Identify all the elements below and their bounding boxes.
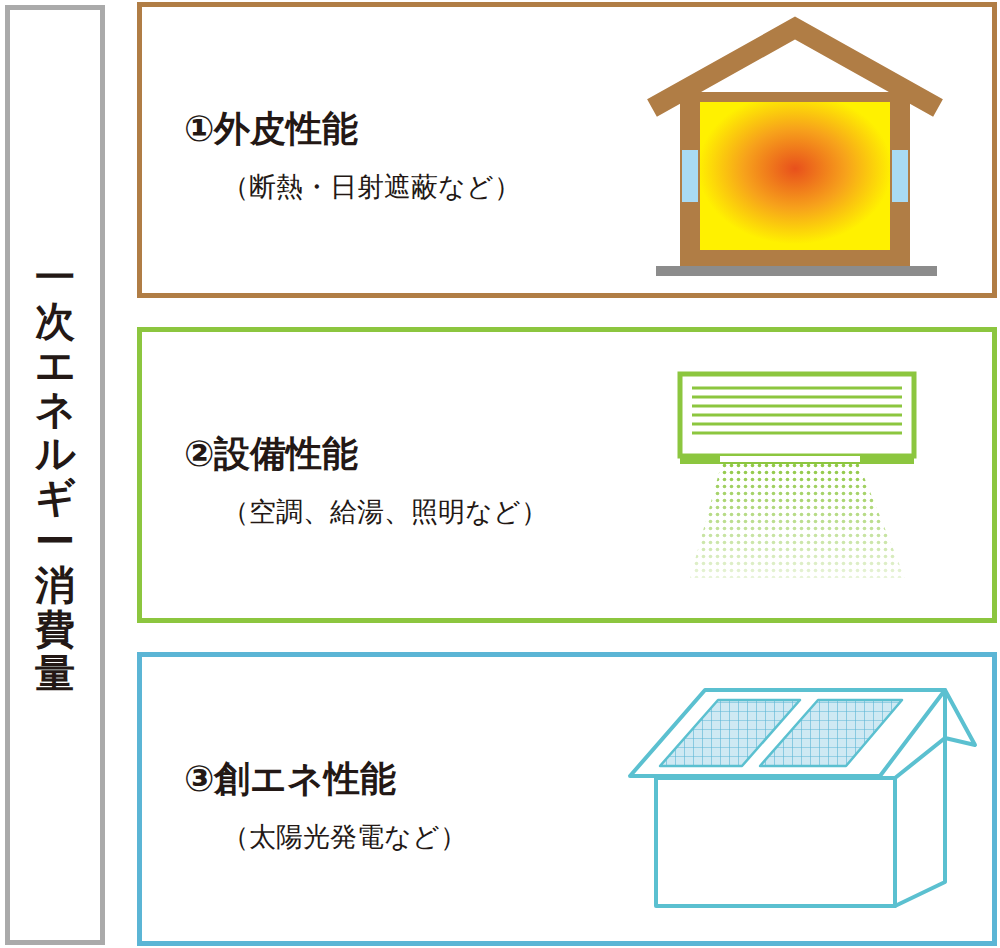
node-detail: （太陽光発電など） — [222, 819, 467, 855]
vertical-label: 一次エネルギー消費量 — [35, 255, 75, 695]
air-conditioner-icon — [680, 374, 914, 578]
node-heading: ②設備性能 — [184, 430, 358, 479]
insulated-house-icon — [652, 28, 938, 276]
node-detail: （断熱・日射遮蔽など） — [222, 169, 521, 205]
node-heading: ③創エネ性能 — [184, 755, 396, 804]
equipment-box: ②設備性能 （空調、給湯、照明など） — [137, 327, 997, 623]
generation-box: ③創エネ性能 （太陽光発電など） — [137, 652, 997, 946]
envelope-box: ①外皮性能 （断熱・日射遮蔽など） — [137, 2, 997, 298]
node-detail: （空調、給湯、照明など） — [222, 494, 548, 530]
solar-house-icon — [630, 690, 975, 906]
energy-label-box: 一次エネルギー消費量 — [5, 5, 105, 945]
node-heading: ①外皮性能 — [184, 105, 358, 154]
